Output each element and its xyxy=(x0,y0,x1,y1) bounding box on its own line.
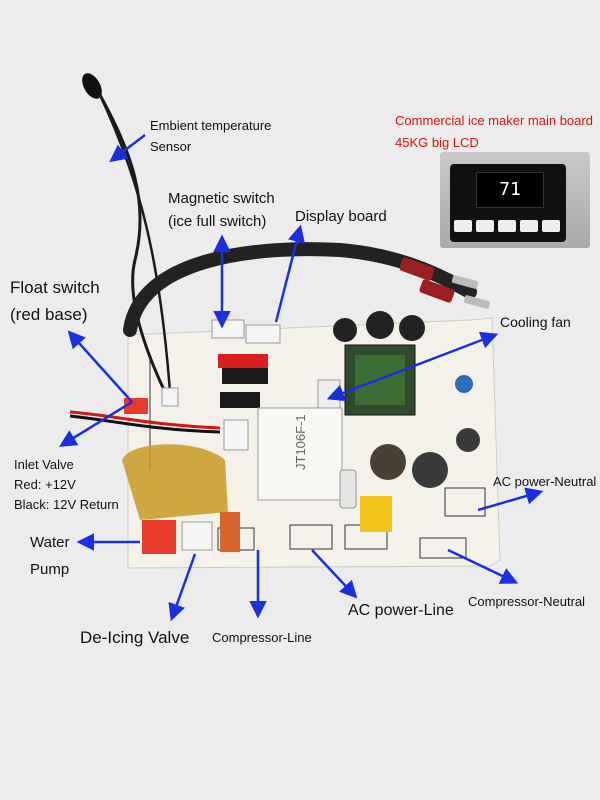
inlet-wires-black xyxy=(69,414,221,434)
label-deicing-valve: De-Icing Valve xyxy=(80,628,190,647)
label-float-switch-2: (red base) xyxy=(10,305,88,324)
deicing-connector xyxy=(181,521,213,551)
title-line-1: Commercial ice maker main board xyxy=(395,113,593,128)
label-cooling-fan: Cooling fan xyxy=(500,314,571,330)
valve-connector xyxy=(223,419,249,451)
yellow-coating xyxy=(122,444,228,520)
lcd-button-4 xyxy=(520,220,538,232)
label-magnetic-switch-2: (ice full switch) xyxy=(168,213,267,230)
arrow-float-inlet xyxy=(59,400,133,447)
label-magnetic-switch-1: Magnetic switch xyxy=(168,190,275,207)
fuse xyxy=(339,469,357,509)
label-water-pump-1: Water xyxy=(30,534,70,551)
mag-switch-connector xyxy=(211,319,245,339)
red-sticker xyxy=(218,354,268,368)
capacitor-1 xyxy=(333,318,357,342)
relay-text: JT106F-1 xyxy=(293,414,308,470)
capacitor-3 xyxy=(399,315,425,341)
ic-chip xyxy=(222,368,268,384)
label-inlet-valve-1: Inlet Valve xyxy=(14,457,74,472)
label-ambient-sensor-1: Embient temperature xyxy=(150,118,272,133)
lcd-face: 71 xyxy=(450,164,566,242)
x-capacitor xyxy=(360,496,392,532)
label-inlet-valve-3: Black: 12V Return xyxy=(14,497,119,512)
arrow-ambient-sensor xyxy=(109,134,146,163)
lcd-button-1 xyxy=(454,220,472,232)
capacitor-4 xyxy=(370,444,406,480)
title-line-2: 45KG big LCD xyxy=(395,135,479,150)
capacitor-6 xyxy=(456,428,480,452)
label-ac-neutral: AC power-Neutral xyxy=(493,474,597,489)
arrow-display-board xyxy=(274,224,306,323)
relay xyxy=(257,407,343,501)
lcd-button-3 xyxy=(498,220,516,232)
arrow-deicing-valve xyxy=(168,553,197,622)
arrow-float-switch xyxy=(67,330,133,403)
capacitor-2 xyxy=(366,311,394,339)
label-float-switch-1: Float switch xyxy=(10,278,100,297)
inlet-wires-red xyxy=(69,410,221,430)
lcd-photo: 71 xyxy=(440,152,590,248)
sensor-connector xyxy=(161,387,179,407)
pump-connector xyxy=(142,520,176,554)
label-water-pump-2: Pump xyxy=(30,561,70,578)
capacitor-5 xyxy=(412,452,448,488)
label-compressor-neutral: Compressor-Neutral xyxy=(468,594,586,609)
label-compressor-line: Compressor-Line xyxy=(212,630,312,645)
label-ac-line: AC power-Line xyxy=(348,602,454,619)
label-display-board: Display board xyxy=(295,208,387,225)
arrow-cooling-fan xyxy=(326,331,499,402)
varistor xyxy=(455,375,473,393)
arrow-compressor-neutral xyxy=(447,548,519,584)
ic-chip-2 xyxy=(220,392,260,408)
lcd-screen: 71 xyxy=(476,172,544,208)
callout-arrows xyxy=(59,134,544,622)
label-ambient-sensor-2: Sensor xyxy=(150,139,192,154)
fan-connector xyxy=(317,379,341,409)
compressor-line-connector xyxy=(220,512,240,552)
sensor-probe xyxy=(82,73,102,99)
label-inlet-valve-2: Red: +12V xyxy=(14,477,76,492)
sensor-wire xyxy=(98,94,167,393)
arrow-ac-line xyxy=(311,549,358,599)
lcd-button-5 xyxy=(542,220,560,232)
display-connector xyxy=(245,324,281,344)
arrow-ac-neutral xyxy=(477,487,544,512)
lcd-button-2 xyxy=(476,220,494,232)
